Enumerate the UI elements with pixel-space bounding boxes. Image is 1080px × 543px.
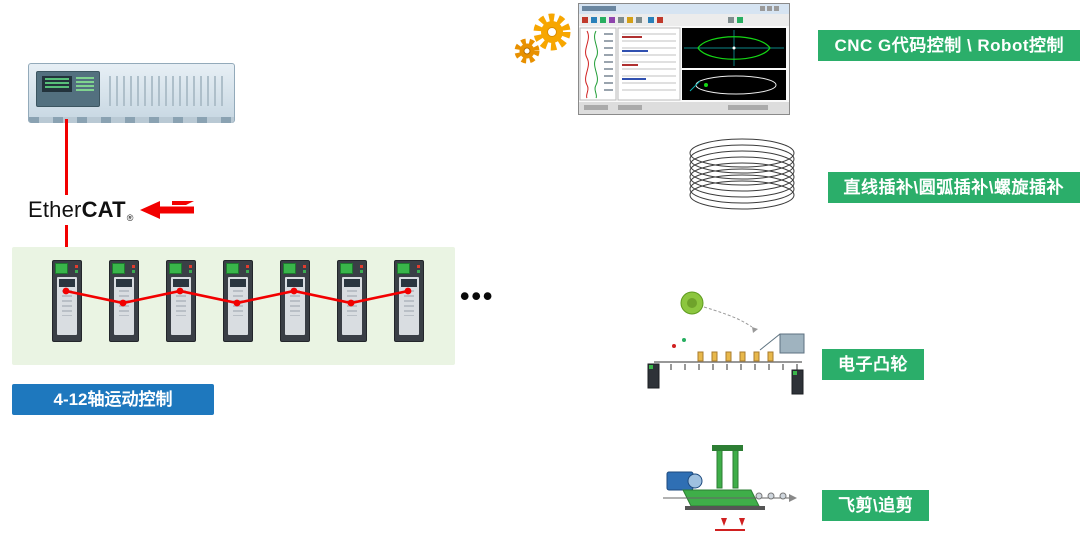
servo-drive (394, 260, 424, 342)
plc-controller (28, 63, 235, 123)
flying-shear-machine (663, 445, 797, 531)
gear-icon (514, 13, 571, 64)
ethercat-logo-text-bold: CAT (81, 197, 126, 222)
ethercat-logo-text: Ether (28, 197, 82, 222)
plc-vents (109, 76, 226, 106)
feature-label-cam: 电子凸轮 (822, 349, 924, 380)
more-drives-ellipsis: ••• (460, 281, 495, 311)
ethercat-arrow-icon (139, 201, 194, 219)
plc-terminals (29, 117, 234, 123)
feature-label-interpolation: 直线插补\圆弧插补\螺旋插补 (827, 172, 1080, 203)
feature-label-cnc: CNC G代码控制 \ Robot控制 (818, 30, 1080, 61)
servo-drive-panel (12, 247, 455, 365)
electronic-cam-production-line (647, 291, 805, 395)
servo-drive (52, 260, 82, 342)
plc-display (42, 76, 72, 92)
plc-cpu-module (36, 71, 100, 107)
axis-count-label: 4-12轴运动控制 (12, 384, 214, 415)
feature-label-shear: 飞剪\追剪 (822, 490, 930, 521)
ethercat-bus-cable (62, 287, 412, 307)
registered-mark: ® (126, 213, 134, 223)
plc-status-leds (76, 77, 94, 91)
spiral-coil-drawing (689, 138, 795, 210)
cnc-software-screenshot (578, 3, 790, 115)
